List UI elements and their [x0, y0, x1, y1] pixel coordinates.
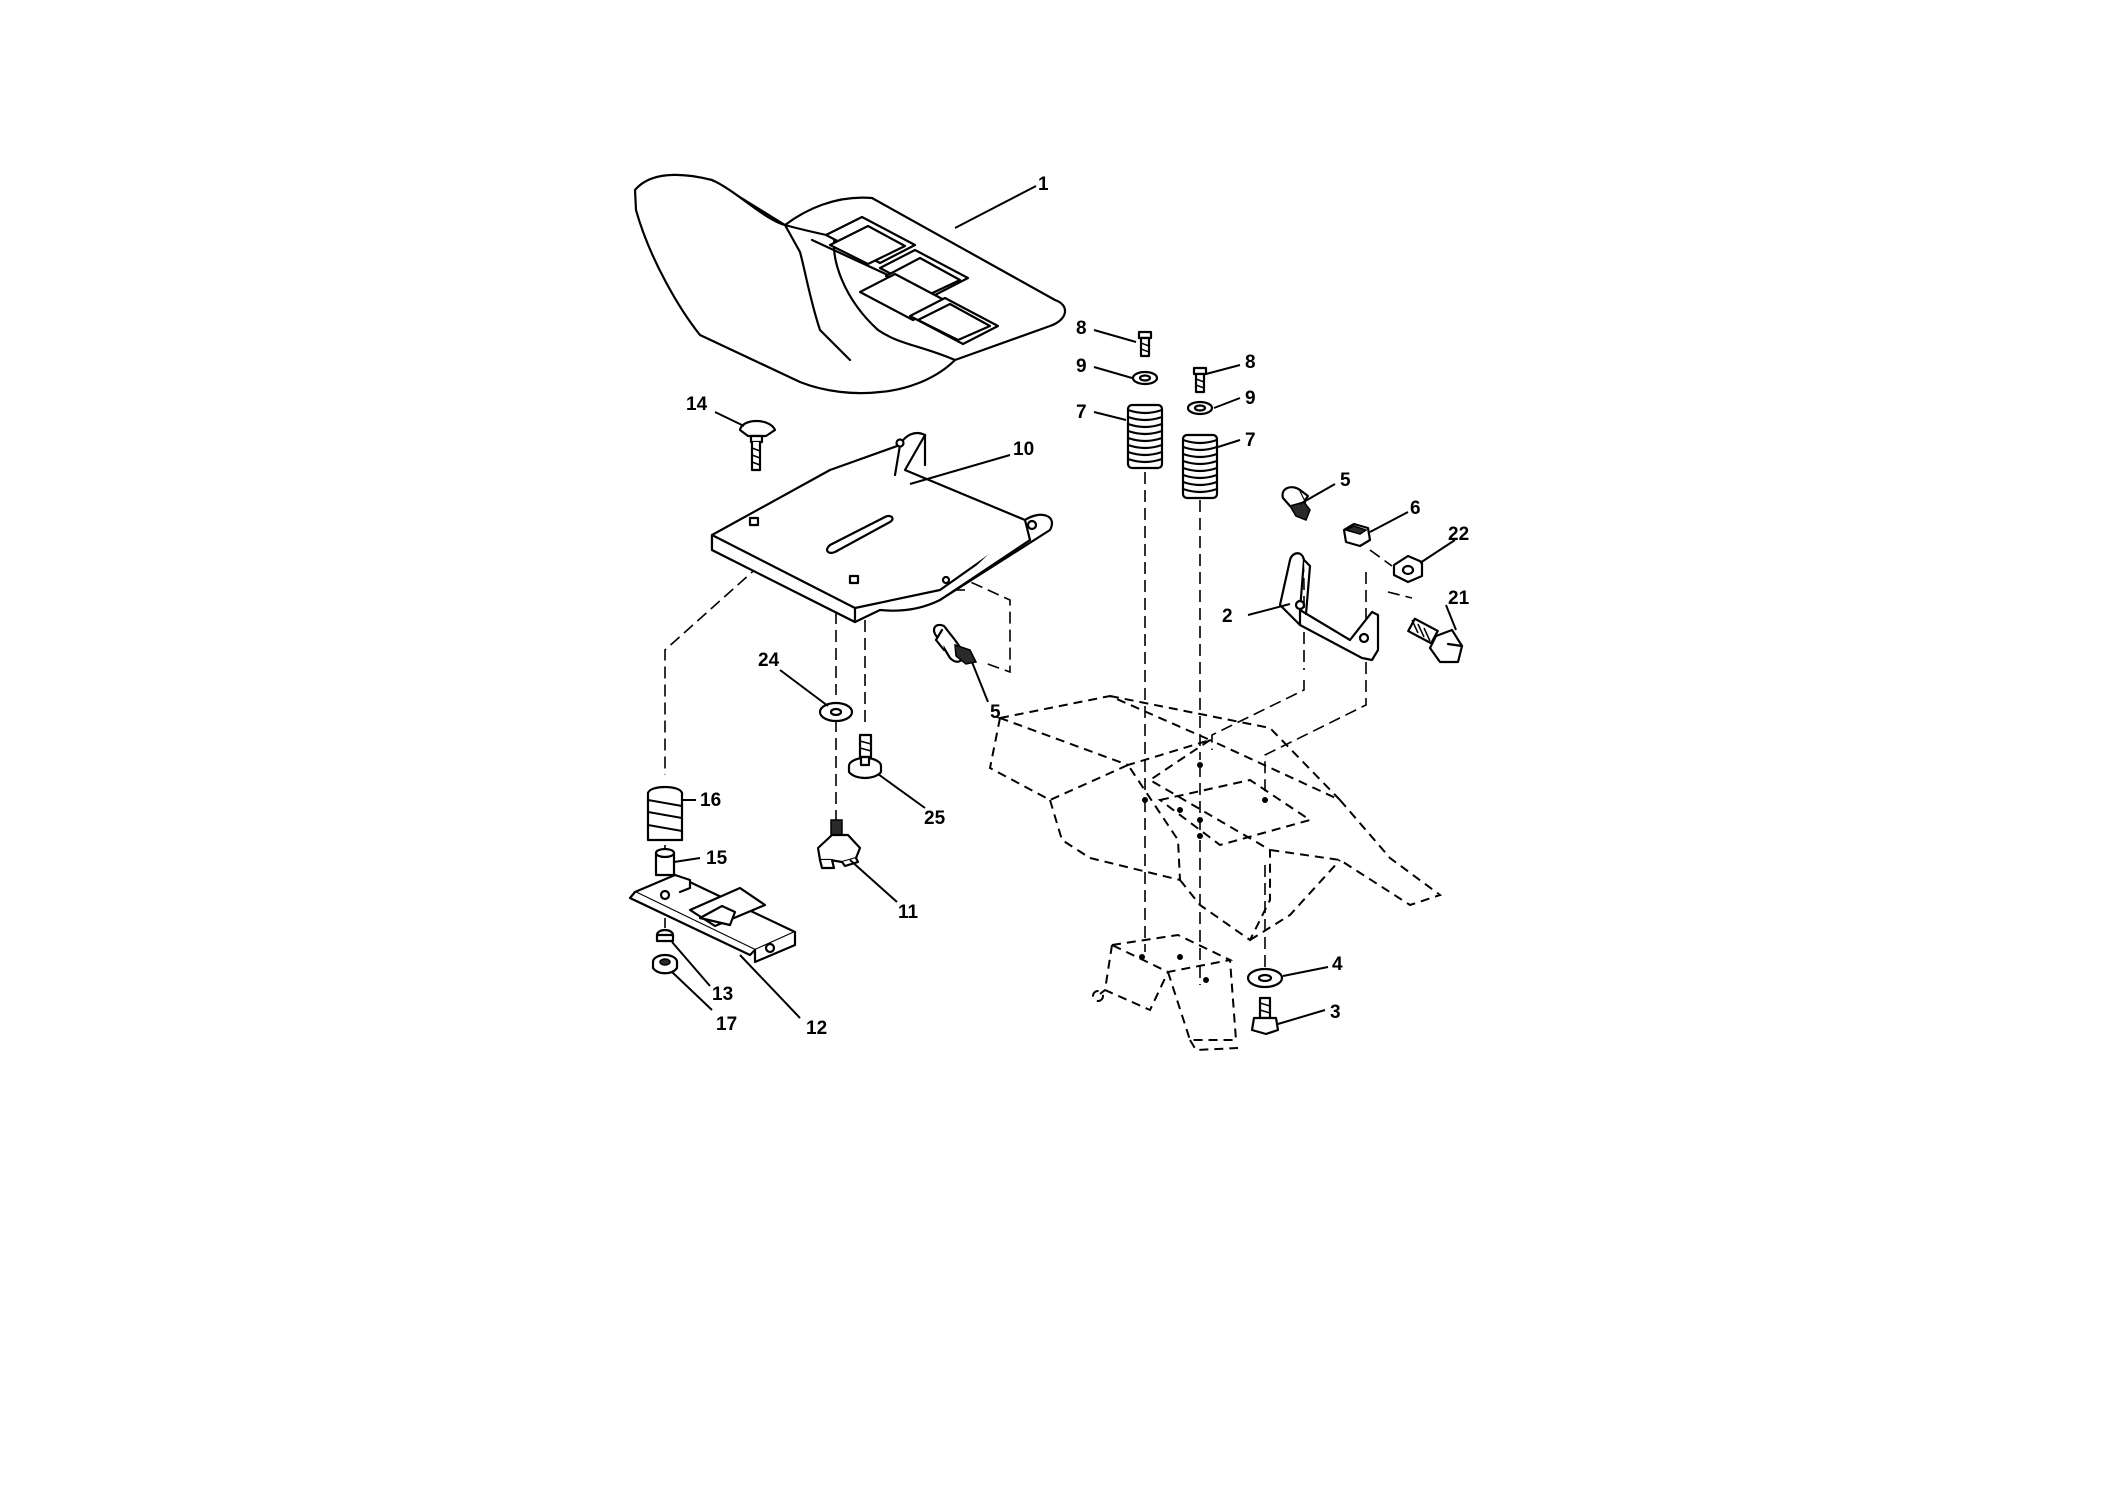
bolt-3 [1250, 996, 1280, 1036]
callout-3: 3 [1330, 1002, 1341, 1023]
nut-22 [1392, 554, 1424, 584]
callout-8b: 8 [1245, 352, 1256, 373]
spring-16 [646, 785, 684, 842]
bolt-8-left [1137, 330, 1153, 358]
bolt-8-right [1192, 366, 1208, 394]
callout-10: 10 [1013, 439, 1034, 460]
callout-13: 13 [712, 984, 733, 1005]
spring-7-right [1181, 433, 1219, 500]
washer-4 [1246, 967, 1284, 989]
carriage-bolt [738, 419, 777, 472]
callout-labels: 1 2 3 4 5 5 6 7 7 8 8 9 9 10 11 12 13 14… [686, 174, 1470, 1039]
callout-15: 15 [706, 848, 728, 869]
bolt-21 [1407, 617, 1464, 664]
callout-8a: 8 [1076, 318, 1087, 339]
seat-pan [710, 431, 1053, 624]
washer-17 [651, 953, 679, 975]
callout-11: 11 [898, 902, 919, 923]
frame-outline [988, 694, 1443, 1052]
seat-bracket [1278, 552, 1380, 662]
spring-7-left [1126, 403, 1164, 470]
slide-plate [628, 873, 797, 964]
washer-24 [818, 701, 854, 723]
callout-9b: 9 [1245, 388, 1256, 409]
callout-7b: 7 [1245, 430, 1256, 451]
washer-9-left [1131, 370, 1159, 386]
callout-1: 1 [1038, 174, 1049, 195]
callout-5b: 5 [990, 702, 1001, 723]
callout-5a: 5 [1340, 470, 1351, 491]
leader-lines [671, 185, 1457, 1025]
callout-12: 12 [806, 1018, 827, 1039]
callout-17: 17 [716, 1014, 737, 1035]
callout-22: 22 [1448, 524, 1469, 545]
shoulder-bolt [847, 733, 883, 780]
spacer-15 [654, 847, 676, 877]
knob-11 [816, 819, 862, 870]
callout-24: 24 [758, 650, 780, 671]
nut-6 [1342, 522, 1372, 548]
callout-2: 2 [1222, 606, 1233, 627]
callout-9a: 9 [1076, 356, 1087, 377]
callout-14: 14 [686, 394, 708, 415]
nut-13 [655, 928, 675, 943]
callout-6: 6 [1410, 498, 1421, 519]
callout-4: 4 [1332, 954, 1343, 975]
callout-25: 25 [924, 808, 946, 829]
callout-16: 16 [700, 790, 721, 811]
knob-right [1281, 486, 1311, 521]
knob-left [932, 623, 978, 665]
callout-7a: 7 [1076, 402, 1087, 423]
washer-9-right [1186, 400, 1214, 416]
callout-21: 21 [1448, 588, 1470, 609]
seat [633, 173, 1066, 395]
